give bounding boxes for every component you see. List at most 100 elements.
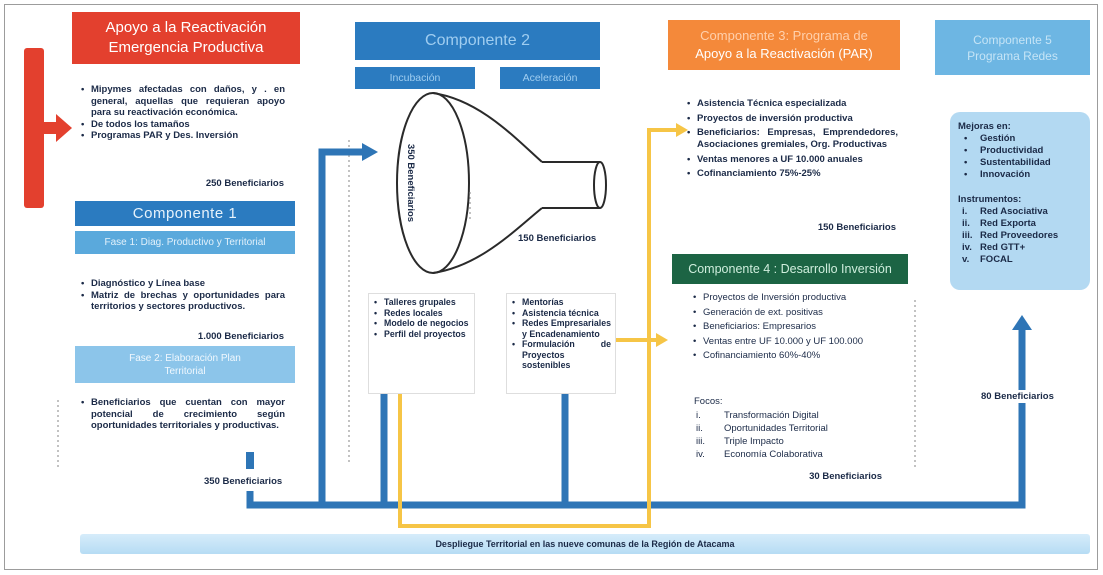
list-item: v. FOCAL	[958, 254, 1082, 266]
tab-aceleracion-label: Aceleración	[522, 72, 578, 84]
instrumento-text: FOCAL	[980, 254, 1013, 265]
focos-num: i.	[696, 410, 701, 421]
fase-2-connector-stub	[246, 452, 254, 469]
focos-num: iii.	[696, 436, 705, 447]
componente-4-title: Componente 4 : Desarrollo Inversión	[688, 262, 892, 276]
yellow-connector-to-par	[398, 128, 678, 528]
list-item: ii. Oportunidades Territorial	[696, 422, 896, 435]
fase-2-beneficiarios: 350 Beneficiarios	[204, 476, 283, 487]
list-item: Gestión	[958, 133, 1082, 145]
list-item: iv.Red GTT+	[958, 242, 1082, 254]
list-item: Modelo de negocios	[373, 318, 470, 329]
instrumento-text: Red Proveedores	[980, 230, 1059, 241]
territorial-deployment-banner: Despliegue Territorial en las nueve comu…	[80, 534, 1090, 554]
list-item: Ventas menores a UF 10.000 anuales	[686, 154, 898, 166]
list-item: Formulación de Proyectos sostenibles	[511, 339, 611, 371]
componente-3-header: Componente 3: Programa de Apoyo a la Rea…	[668, 20, 900, 70]
blue-arrow-right-head	[362, 143, 378, 161]
fase-1-title: Fase 1: Diag. Productivo y Territorial	[104, 237, 266, 248]
fase-2-bullets: Beneficiarios que cuentan con mayor pote…	[80, 397, 285, 432]
list-item: Generación de ext. positivas	[692, 307, 892, 319]
list-item: Sustentabilidad	[958, 157, 1082, 169]
componente-1-header: Componente 1	[75, 201, 295, 226]
componente-2-title: Componente 2	[425, 32, 530, 49]
footer-text: Despliegue Territorial en las nueve comu…	[435, 539, 735, 549]
aceleracion-box: Mentorías Asistencia técnica Redes Empre…	[506, 293, 616, 394]
instrumento-num: v.	[962, 254, 970, 265]
blue-arrow-up-head	[1012, 315, 1032, 330]
focos-text: Economía Colaborativa	[724, 449, 823, 460]
componente-4-beneficiarios: 30 Beneficiarios	[809, 471, 882, 482]
componente-4-header: Componente 4 : Desarrollo Inversión	[672, 254, 908, 284]
list-item: iv. Economía Colaborativa	[696, 448, 896, 461]
emergencia-beneficiarios: 250 Beneficiarios	[205, 178, 284, 189]
instrumento-num: iii.	[962, 230, 973, 241]
componente-2-header: Componente 2	[355, 22, 600, 60]
funnel-outlet	[593, 161, 607, 209]
funnel-output-beneficiarios: 150 Beneficiarios	[518, 233, 597, 244]
list-item: Mipymes afectadas con daños, y . en gene…	[80, 84, 285, 119]
list-item: Asistencia Técnica especializada	[686, 98, 898, 110]
blue-connector-to-funnel	[318, 148, 364, 505]
blue-connector-main	[246, 328, 1026, 509]
focos-label: Focos:	[694, 396, 723, 407]
list-item: Cofinanciamiento 60%-40%	[692, 350, 892, 362]
list-item: iii. Red Proveedores	[958, 230, 1082, 242]
componente-3-beneficiarios: 150 Beneficiarios	[817, 222, 896, 233]
fase-2-header: Fase 2: Elaboración Plan Territorial	[75, 346, 295, 383]
yellow-arrow-desarrollo-head	[656, 333, 668, 347]
componente-5-beneficiarios: 80 Beneficiarios	[978, 390, 1057, 403]
yellow-arrow-par-head	[676, 123, 688, 137]
list-item: Matriz de brechas y oportunidades para t…	[80, 290, 285, 313]
incubacion-box: Talleres grupales Redes locales Modelo d…	[368, 293, 475, 394]
instrumento-text: Red Exporta	[980, 218, 1036, 229]
emergencia-title-line1: Apoyo a la Reactivación	[105, 19, 267, 36]
tab-aceleracion: Aceleración	[500, 67, 600, 89]
instrumento-num: i.	[962, 206, 968, 217]
funnel-lower-edge	[432, 207, 543, 274]
red-arrow-head	[56, 114, 72, 142]
tab-incubacion-label: Incubación	[389, 72, 441, 84]
list-item: Redes locales	[373, 308, 470, 319]
componente-5-title-line2: Programa Redes	[967, 48, 1058, 63]
aceleracion-items: Mentorías Asistencia técnica Redes Empre…	[511, 297, 611, 371]
list-item: Diagnóstico y Línea base	[80, 278, 285, 290]
focos-num: ii.	[696, 423, 703, 434]
list-item: Beneficiarios: Empresas, Emprendedores, …	[686, 127, 898, 151]
red-bracket	[24, 48, 44, 208]
list-item: Productividad	[958, 145, 1082, 157]
list-item: Asistencia técnica	[511, 308, 611, 319]
list-item: iii. Triple Impacto	[696, 435, 896, 448]
list-item: Beneficiarios que cuentan con mayor pote…	[80, 397, 285, 432]
componente-3-bullets: Asistencia Técnica especializada Proyect…	[686, 98, 898, 183]
list-item: Ventas entre UF 10.000 y UF 100.000	[692, 336, 892, 348]
componente-1-title: Componente 1	[132, 205, 238, 222]
diagram-frame	[4, 4, 1098, 570]
focos-list: i. Transformación Digital ii. Oportunidade…	[696, 409, 896, 461]
instrumentos-label: Instrumentos:	[958, 194, 1022, 205]
fase-1-bullets: Diagnóstico y Línea base Matriz de brech…	[80, 278, 285, 313]
emergencia-title-line2: Emergencia Productiva	[108, 39, 264, 56]
componente-3-title-line1: Componente 3: Programa de	[700, 28, 868, 43]
fase-1-beneficiarios: 1.000 Beneficiarios	[197, 331, 284, 342]
fase-1-header: Fase 1: Diag. Productivo y Territorial	[75, 231, 295, 254]
funnel-input-beneficiarios: 350 Beneficiarios	[405, 143, 416, 223]
list-item: i.Red Asociativa	[958, 206, 1082, 218]
funnel-graphic	[396, 92, 607, 274]
focos-num: iv.	[696, 449, 705, 460]
fase-2-title: Fase 2: Elaboración Plan Territorial	[129, 352, 241, 377]
funnel-upper-edge	[432, 92, 543, 163]
focos-text: Oportunidades Territorial	[724, 423, 828, 434]
funnel-neck	[542, 161, 600, 209]
mejoras-label: Mejoras en:	[958, 121, 1011, 132]
list-item: Cofinanciamiento 75%-25%	[686, 168, 898, 180]
list-item: i. Transformación Digital	[696, 409, 896, 422]
focos-text: Triple Impacto	[724, 436, 784, 447]
redes-details-box: Mejoras en: Gestión Productividad Susten…	[950, 112, 1090, 290]
list-item: Talleres grupales	[373, 297, 470, 308]
focos-text: Transformación Digital	[724, 410, 819, 421]
instrumento-num: ii.	[962, 218, 970, 229]
instrumento-num: iv.	[962, 242, 972, 253]
